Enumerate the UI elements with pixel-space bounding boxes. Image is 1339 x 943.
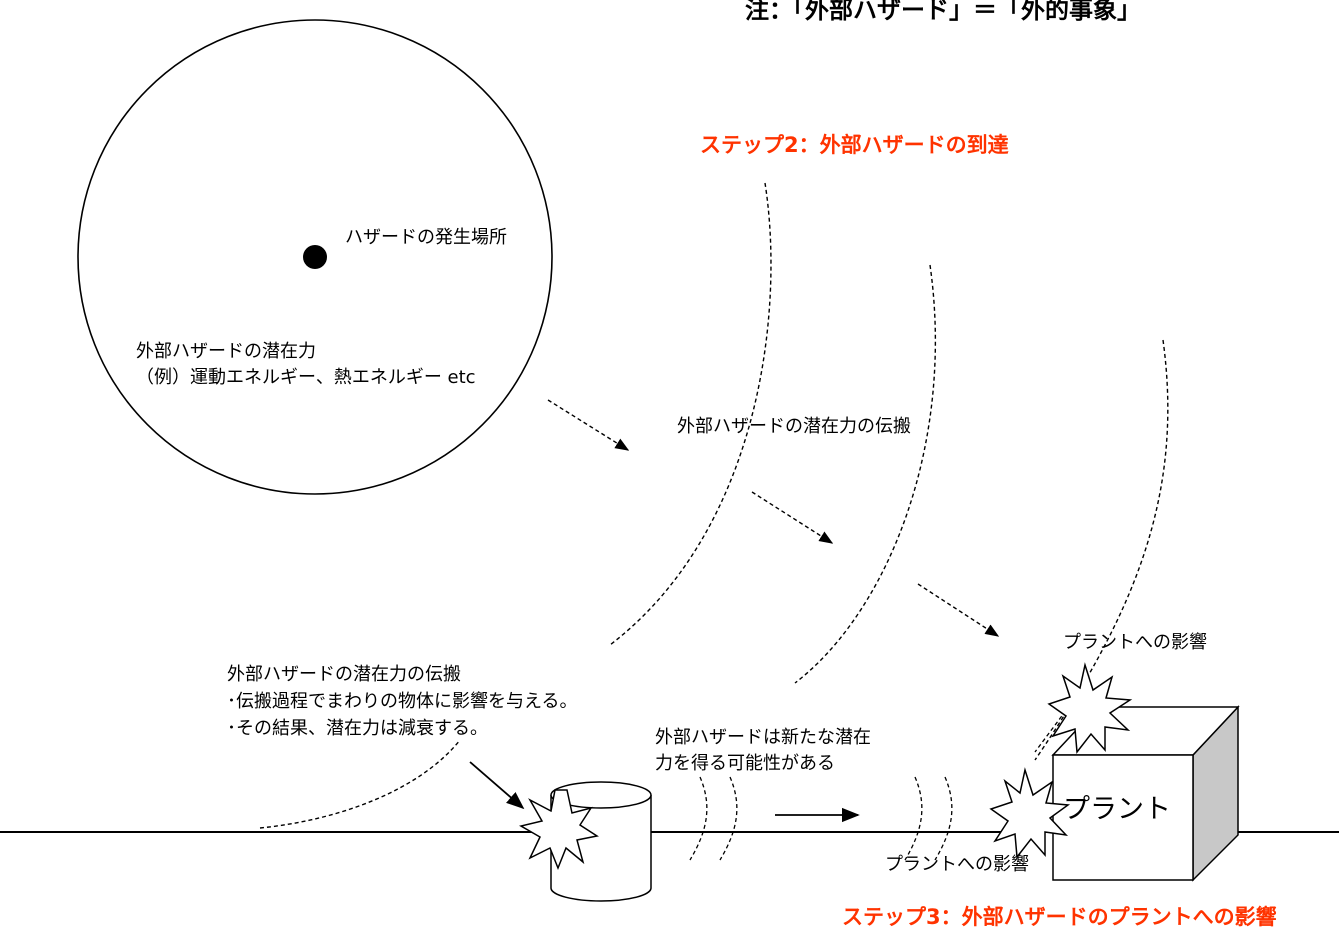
hazard-source-dot [303,245,327,269]
callout-arrow [469,761,525,810]
wave-arc-3 [1034,339,1169,761]
propagation-detail-1: 外部ハザードの潜在力の伝搬 [227,664,461,685]
plant-impact-bottom-label: プラントへの影響 [885,854,1029,875]
impact-burst-cylinder [518,789,599,871]
new-potential-2: 力を得る可能性がある [655,753,835,774]
ground-wave-4 [934,776,953,861]
hazard-zone-circle [77,19,553,495]
ground-wave-3 [904,776,923,861]
propagation-label: 外部ハザードの潜在力の伝搬 [677,416,911,437]
ground-wave-2 [719,776,738,861]
step3-title: ステップ3：外部ハザードのプラントへの影響 [842,905,1277,929]
wave-arc-ground [259,739,461,829]
plant-label: プラント [1063,794,1171,825]
impact-burst-plant-top [1047,662,1133,754]
ground-wave-1 [689,776,708,861]
note-text: 注：「外部ハザード」＝「外的事象」 [745,0,1141,24]
propagation-detail-2: ･伝搬過程でまわりの物体に影響を与える。 [227,691,578,712]
wave-arc-1 [609,182,772,646]
propagation-arrow-3 [917,583,1000,637]
impact-burst-plant-side [989,767,1071,859]
plant-impact-top-label: プラントへの影響 [1063,632,1207,653]
step2-title: ステップ2：外部ハザードの到達 [700,133,1009,157]
potential-label-1: 外部ハザードの潜在力 [136,341,316,362]
new-potential-1: 外部ハザードは新たな潜在 [655,727,871,748]
propagation-detail-3: ･その結果、潜在力は減衰する。 [227,718,488,739]
propagation-arrow-2 [751,491,834,544]
propagation-arrow-1 [547,399,630,451]
potential-label-2: （例）運動エネルギー、熱エネルギー etc [136,367,476,388]
hazard-source-label: ハザードの発生場所 [345,227,507,248]
wave-arc-2 [794,264,937,684]
